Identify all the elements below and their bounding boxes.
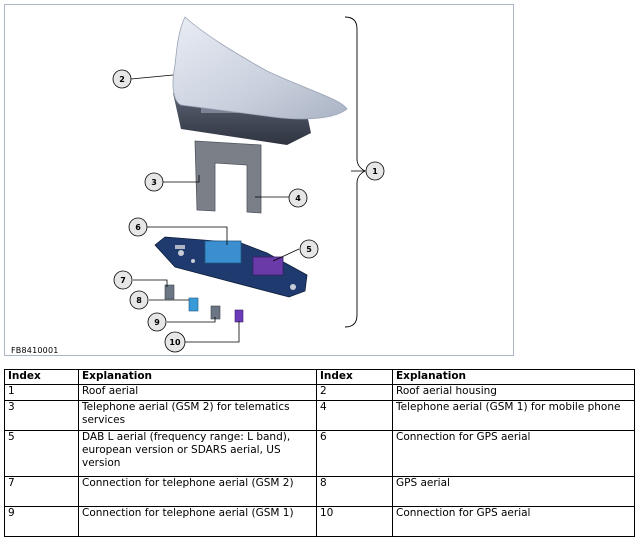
svg-text:4: 4 <box>295 194 301 203</box>
index-cell: 7 <box>4 476 79 507</box>
callout-10: 10 <box>164 331 186 353</box>
explanation-cell: Connection for telephone aerial (GSM 1) <box>78 506 317 537</box>
callout-5: 5 <box>299 239 319 259</box>
callout-9: 9 <box>147 312 167 332</box>
table-row: 3 Telephone aerial (GSM 2) for telematic… <box>4 400 635 431</box>
index-cell: 4 <box>316 400 393 431</box>
roof-aerial-drawing: 1 2 3 4 5 6 7 8 <box>112 16 385 353</box>
header-explanation: Explanation <box>78 369 317 385</box>
table-row: 5 DAB L aerial (frequency range: L band)… <box>4 430 635 477</box>
exploded-view-figure: 1 2 3 4 5 6 7 8 <box>4 4 514 356</box>
index-cell: 9 <box>4 506 79 537</box>
gsm2-aerial-plate <box>194 140 262 214</box>
svg-text:7: 7 <box>120 276 126 285</box>
svg-text:6: 6 <box>135 223 141 232</box>
callout-3: 3 <box>144 172 164 192</box>
header-explanation: Explanation <box>392 369 635 385</box>
callout-2: 2 <box>112 69 132 89</box>
explanation-cell: Telephone aerial (GSM 1) for mobile phon… <box>392 400 635 431</box>
svg-text:8: 8 <box>136 296 142 305</box>
svg-text:9: 9 <box>154 318 160 327</box>
roof-aerial-housing-shape <box>172 16 348 120</box>
explanation-cell: GPS aerial <box>392 476 635 507</box>
svg-text:2: 2 <box>119 75 125 84</box>
callout-4: 4 <box>288 188 308 208</box>
connectors <box>164 284 244 323</box>
index-explanation-table: Index Explanation Index Explanation 1 Ro… <box>4 369 635 537</box>
explanation-cell: Telephone aerial (GSM 2) for telematics … <box>78 400 317 431</box>
svg-text:5: 5 <box>306 245 312 254</box>
svg-text:10: 10 <box>169 338 181 347</box>
index-cell: 10 <box>316 506 393 537</box>
index-cell: 5 <box>4 430 79 477</box>
index-cell: 3 <box>4 400 79 431</box>
table-row: 9 Connection for telephone aerial (GSM 1… <box>4 506 635 537</box>
index-cell: 1 <box>4 384 79 401</box>
leader-lines <box>130 74 365 343</box>
svg-text:1: 1 <box>372 167 378 176</box>
index-cell: 2 <box>316 384 393 401</box>
callout-8: 8 <box>129 290 149 310</box>
table-header-row: Index Explanation Index Explanation <box>4 369 635 385</box>
header-index: Index <box>4 369 79 385</box>
circuit-board <box>154 236 308 298</box>
header-index: Index <box>316 369 393 385</box>
figure-id-label: FB8410001 <box>11 346 59 355</box>
svg-text:3: 3 <box>151 178 157 187</box>
callout-6: 6 <box>128 217 148 237</box>
assembly-bracket <box>344 16 367 328</box>
table-row: 1 Roof aerial 2 Roof aerial housing <box>4 384 635 401</box>
explanation-cell: Roof aerial housing <box>392 384 635 401</box>
index-cell: 6 <box>316 430 393 477</box>
callout-7: 7 <box>113 270 133 290</box>
explanation-cell: DAB L aerial (frequency range: L band), … <box>78 430 317 477</box>
explanation-cell: Connection for GPS aerial <box>392 430 635 477</box>
callout-1: 1 <box>365 161 385 181</box>
index-cell: 8 <box>316 476 393 507</box>
table-row: 7 Connection for telephone aerial (GSM 2… <box>4 476 635 507</box>
explanation-cell: Connection for telephone aerial (GSM 2) <box>78 476 317 507</box>
explanation-cell: Roof aerial <box>78 384 317 401</box>
explanation-cell: Connection for GPS aerial <box>392 506 635 537</box>
